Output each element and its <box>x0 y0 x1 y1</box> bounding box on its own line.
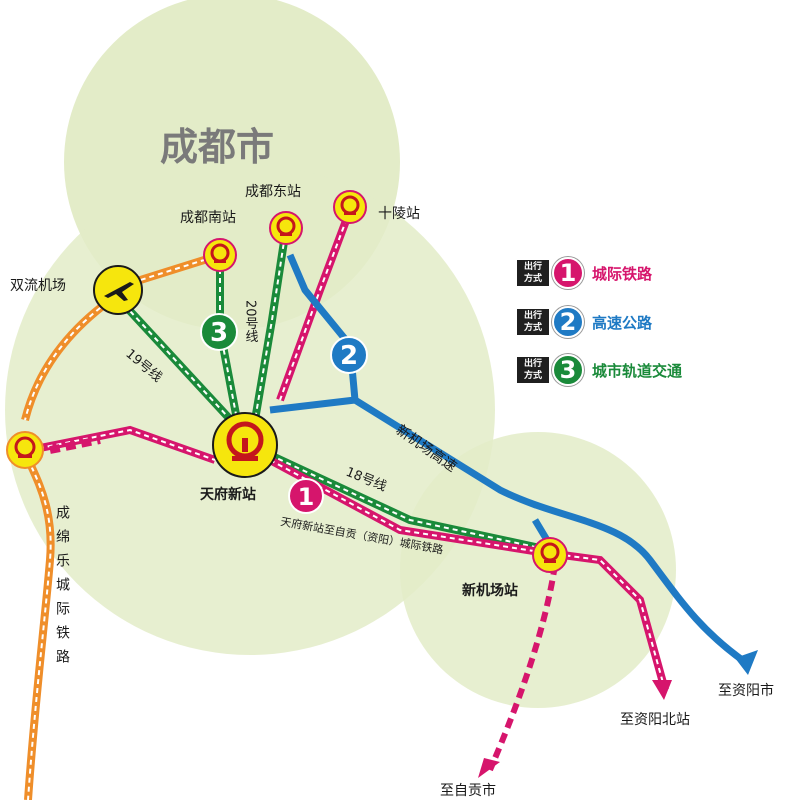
label-tianfu: 天府新站 <box>200 486 256 503</box>
airport-icon <box>93 265 143 315</box>
badge-line1: 1 <box>288 478 324 514</box>
intercity-rail-lines <box>29 208 669 772</box>
legend-num: 3 <box>552 354 584 386</box>
label-chengdu-east: 成都东站 <box>245 184 301 200</box>
station-shiling <box>333 190 367 224</box>
legend-num: 1 <box>552 257 584 289</box>
label-ziyang: 至资阳市 <box>718 682 774 699</box>
station-chengdu-east <box>269 211 303 245</box>
badge-line3: 3 <box>200 313 238 351</box>
badge-line2: 2 <box>330 336 368 374</box>
station-chengdu-south <box>203 238 237 272</box>
label-new-airport: 新机场站 <box>462 582 518 599</box>
legend-label: 高速公路 <box>592 313 653 332</box>
label-ziyang-north: 至资阳北站 <box>620 712 690 728</box>
station-new-airport <box>532 537 568 573</box>
label-shuangliu: 双流机场 <box>10 278 66 294</box>
legend-num: 2 <box>552 306 584 338</box>
legend-item-intercity: 出行 方式 1 城际铁路 <box>517 257 653 289</box>
label-chengmianle: 成绵乐城际铁路 <box>54 505 70 673</box>
label-line20: 20号线 <box>243 300 259 343</box>
arrow-zigong <box>478 758 500 778</box>
legend-tag: 出行 方式 <box>517 260 549 286</box>
station-tianfu <box>212 412 278 478</box>
legend-label: 城际铁路 <box>592 264 653 283</box>
arrow-ziyang <box>735 650 758 675</box>
legend-tag: 出行 方式 <box>517 357 549 383</box>
legend-item-metro: 出行 方式 3 城市轨道交通 <box>517 354 683 386</box>
arrow-ziyang-north <box>652 680 672 700</box>
legend-label: 城市轨道交通 <box>592 361 683 380</box>
legend-tag: 出行 方式 <box>517 309 549 335</box>
city-name: 成都市 <box>160 125 274 169</box>
label-zigong: 至自贡市 <box>440 782 496 799</box>
new-airport-circle <box>400 432 676 708</box>
station-west <box>6 431 44 469</box>
svg-text:3: 3 <box>210 318 228 348</box>
svg-text:2: 2 <box>340 341 358 371</box>
svg-text:1: 1 <box>298 483 315 511</box>
legend-item-highway: 出行 方式 2 高速公路 <box>517 306 653 338</box>
label-chengdu-south: 成都南站 <box>180 210 236 226</box>
label-shiling: 十陵站 <box>378 206 420 222</box>
